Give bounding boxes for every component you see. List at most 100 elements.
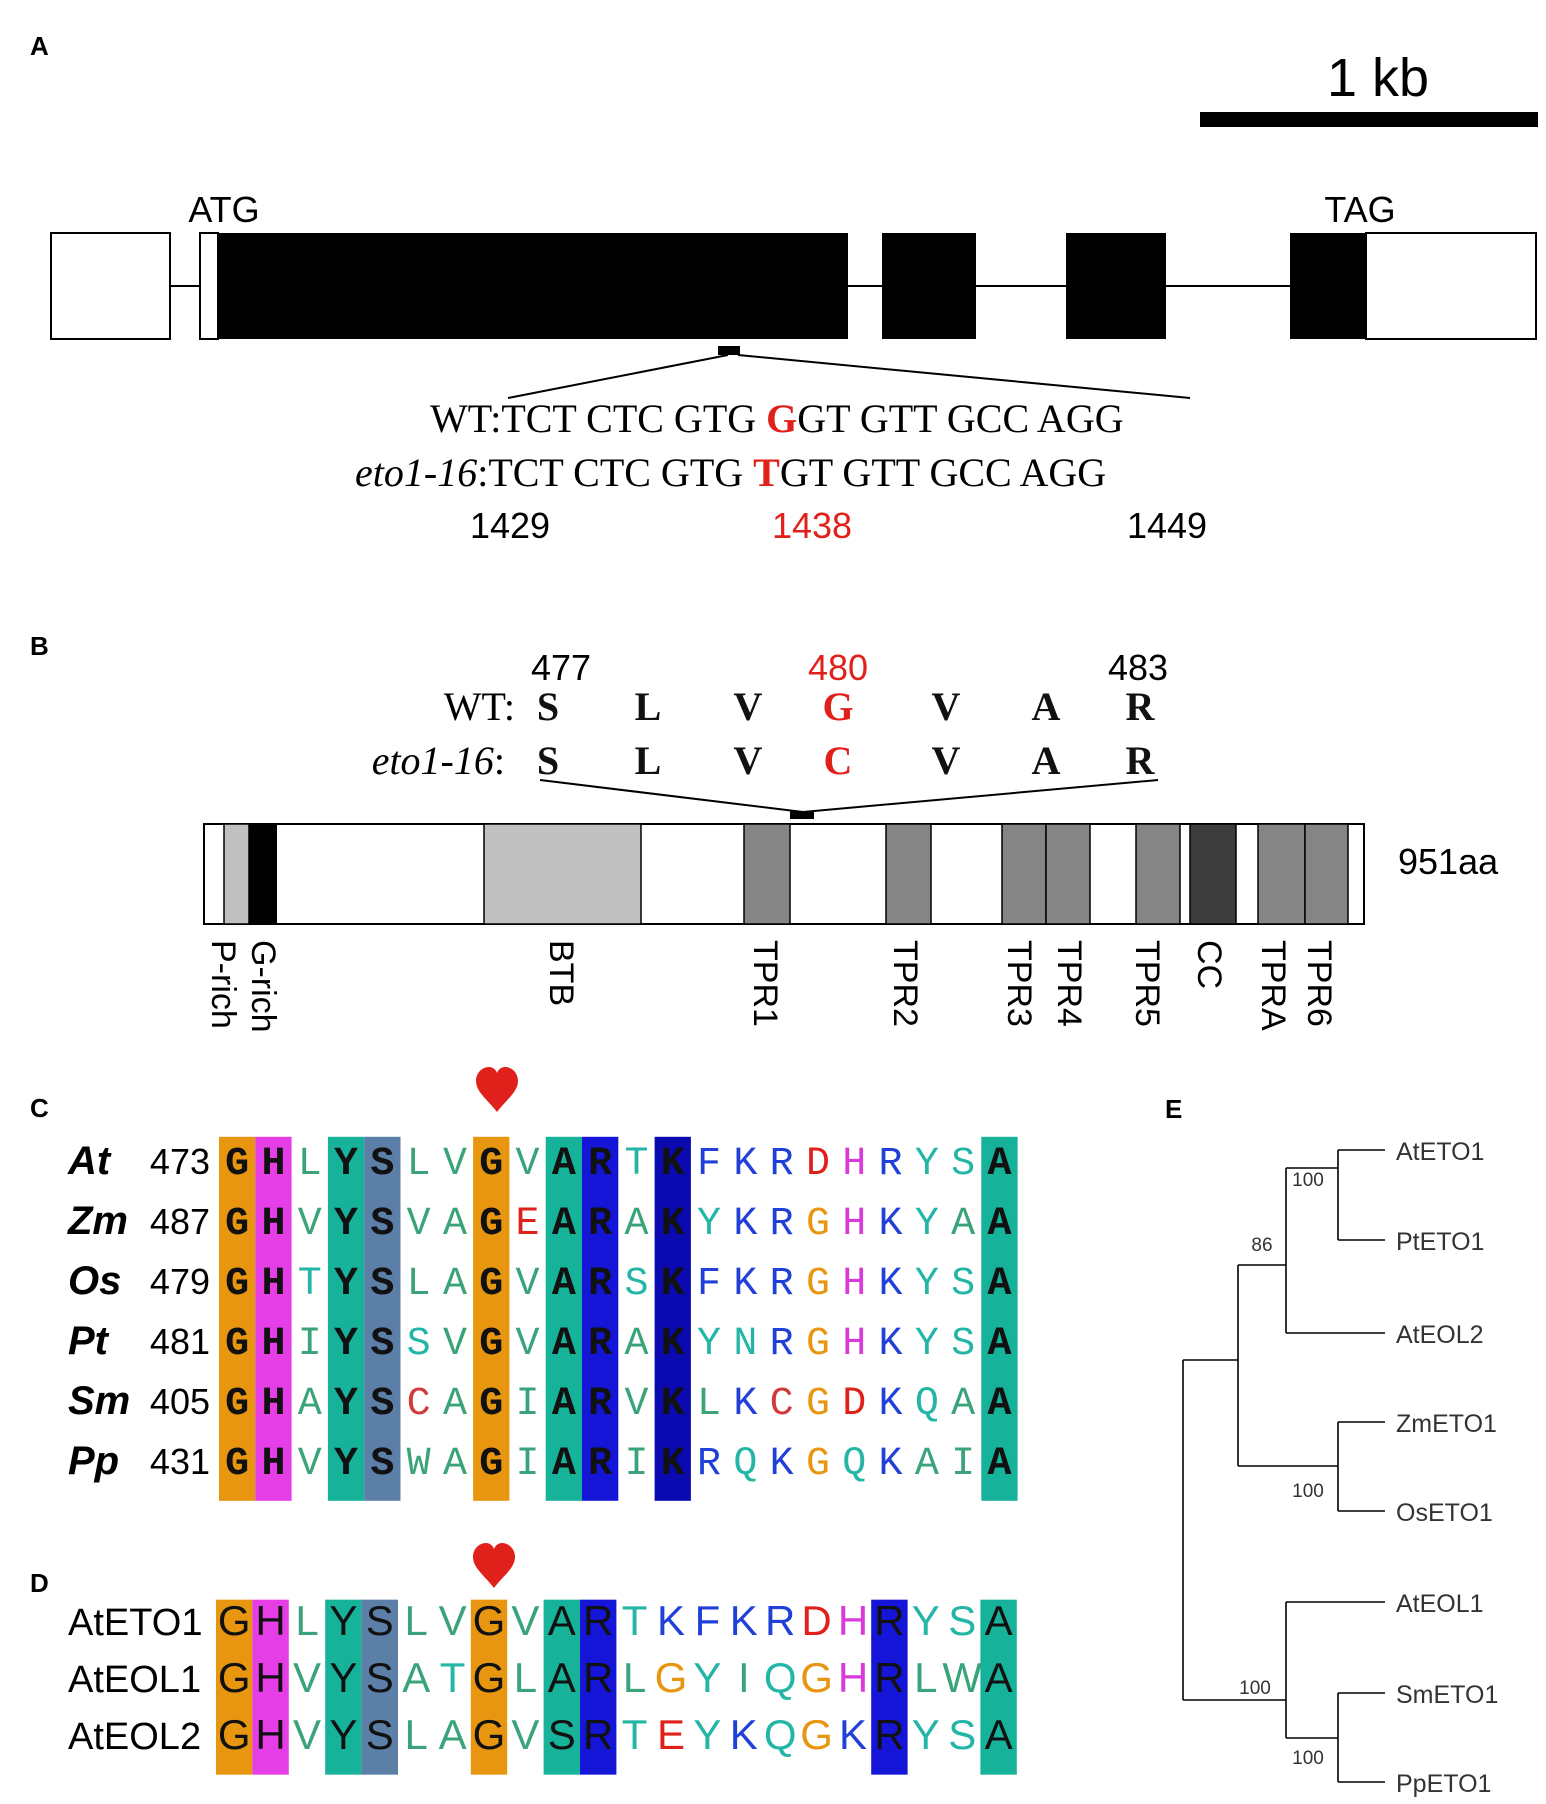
aa-letter: A [624, 1322, 648, 1367]
aa-letter: Y [915, 1202, 939, 1247]
aa-letter: G [806, 1442, 830, 1487]
dna-position-1429: 1429 [470, 505, 550, 546]
aa-letter: A [985, 1711, 1013, 1758]
dna-position-1438: 1438 [772, 505, 852, 546]
label-tpr1: TPR1 [746, 940, 784, 1027]
protein-length-label: 951aa [1398, 841, 1499, 882]
mutation-site-marker-a [718, 346, 740, 355]
label-tpr6: TPR6 [1300, 940, 1338, 1027]
leaf-atETO1: AtETO1 [1396, 1138, 1484, 1166]
start-position: 431 [150, 1441, 210, 1482]
utr-exon-3prime [1365, 232, 1537, 340]
aa-letter: G [225, 1262, 249, 1307]
aa-letter: V [511, 1711, 539, 1758]
aa-letter: H [261, 1322, 285, 1367]
conserved-column [981, 1136, 1018, 1501]
aa-letter: A [552, 1202, 576, 1247]
aa-letter: H [255, 1711, 285, 1758]
mutation-heart-icon-d [473, 1543, 515, 1588]
aa-letter: K [661, 1442, 685, 1487]
domain-tpra [1257, 823, 1306, 925]
aa-letter: T [298, 1262, 322, 1307]
dna-position-1449: 1449 [1127, 505, 1207, 546]
species-label: Pp [68, 1439, 119, 1483]
aa-letter: A [987, 1382, 1011, 1427]
aa-letter: L [407, 1262, 431, 1307]
label-btb: BTB [542, 940, 580, 1006]
aa-letter: Y [693, 1654, 721, 1701]
aa-letter: G [479, 1382, 503, 1427]
aa-letter: A [552, 1142, 576, 1187]
aa-letter: V [293, 1654, 321, 1701]
aa-letter: K [733, 1262, 757, 1307]
conserved-column [473, 1136, 510, 1501]
scale-bar [1200, 112, 1538, 127]
species-label: Sm [68, 1379, 130, 1423]
aa-letter: S [370, 1202, 394, 1247]
phylogenetic-tree [1182, 1149, 1385, 1783]
aa-letter: R [588, 1202, 612, 1247]
aa-letter: Y [334, 1142, 358, 1187]
bootstrap-upper: 86 [1251, 1235, 1272, 1256]
label-tpr4: TPR4 [1050, 940, 1088, 1027]
aa-letter: R [770, 1202, 794, 1247]
aa-letter: Y [334, 1262, 358, 1307]
exon-1 [218, 233, 848, 339]
label-tpr3: TPR3 [1000, 940, 1038, 1027]
aa-letter: L [295, 1597, 318, 1644]
aa-letter: R [588, 1322, 612, 1367]
conserved-column [582, 1136, 619, 1501]
aa-letter: A [402, 1654, 430, 1701]
aa-letter: F [695, 1597, 721, 1644]
aa-letter: W [942, 1654, 982, 1701]
aa-letter: S [370, 1262, 394, 1307]
aa-letter: S [366, 1597, 394, 1644]
aa-letter: H [842, 1262, 866, 1307]
aa-letter: F [697, 1262, 721, 1307]
aa-letter: V [516, 1322, 540, 1367]
aa-letter: L [514, 1654, 537, 1701]
utr-exon-5prime [50, 232, 171, 340]
residue: V [734, 684, 763, 729]
aa-letter: Y [334, 1442, 358, 1487]
aa-letter: A [987, 1442, 1011, 1487]
aa-letter: W [407, 1442, 431, 1487]
start-position: 487 [150, 1201, 210, 1242]
bootstrap-zm-os: 100 [1292, 1481, 1324, 1502]
aa-letter: R [588, 1142, 612, 1187]
aa-letter: K [733, 1142, 757, 1187]
domain-tpr5 [1135, 823, 1181, 925]
aa-letter: A [298, 1382, 322, 1427]
aa-letter: I [298, 1322, 322, 1367]
conserved-column [545, 1136, 582, 1501]
aa-letter: K [730, 1597, 758, 1644]
aa-letter: V [439, 1597, 467, 1644]
domain-tpr1 [743, 823, 791, 925]
aa-letter: V [298, 1442, 322, 1487]
aa-letter: A [951, 1202, 975, 1247]
aa-letter: T [624, 1142, 648, 1187]
aa-letter: A [548, 1597, 576, 1644]
zoom-line-right-b [802, 779, 1159, 813]
aa-letter: G [655, 1654, 688, 1701]
utr-5prime-short [199, 232, 219, 340]
aa-letter: G [806, 1202, 830, 1247]
aa-letter: K [879, 1202, 903, 1247]
start-position: 479 [150, 1261, 210, 1302]
leaf-osETO1: OsETO1 [1396, 1499, 1493, 1527]
aa-letter: Y [912, 1597, 940, 1644]
aa-letter: A [552, 1262, 576, 1307]
aa-letter: R [588, 1382, 612, 1427]
aa-letter: H [838, 1654, 868, 1701]
leaf-zmETO1: ZmETO1 [1396, 1410, 1497, 1438]
start-codon-label: ATG [188, 189, 259, 230]
aa-letter: A [985, 1597, 1013, 1644]
aa-letter: A [443, 1382, 467, 1427]
leaf-ppETO1: PpETO1 [1396, 1770, 1491, 1798]
aa-letter: R [583, 1597, 613, 1644]
aa-letter: V [624, 1382, 648, 1427]
aa-letter: H [255, 1597, 285, 1644]
aa-letter: G [225, 1382, 249, 1427]
